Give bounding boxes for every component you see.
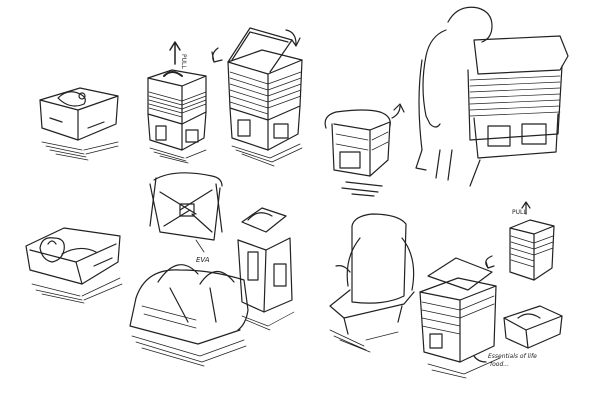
sketch-person-backpack — [415, 6, 569, 187]
pull-label-top: PULL — [180, 54, 187, 69]
sketch-pet-carrier-bag — [129, 264, 249, 367]
eva-label: EVA — [196, 256, 210, 264]
sketch-pet-bed-dog — [25, 227, 123, 304]
sketch-tall-open-box — [211, 27, 303, 167]
sketch-open-box-bottom-right — [419, 257, 563, 379]
pull-label-right: PULL — [512, 209, 527, 216]
essentials-label-line2: food... — [490, 361, 509, 368]
sketch-seat-form — [329, 213, 415, 353]
sketch-tall-pack — [237, 207, 295, 331]
sketch-pet-tray-small — [39, 87, 119, 161]
sketch-stacked-box — [147, 41, 207, 164]
sketch-pull-box-right — [485, 201, 555, 281]
sketch-eva-panel — [149, 172, 223, 253]
essentials-label-line1: Essentials of life — [488, 353, 537, 360]
sketch-small-backpack — [324, 103, 405, 197]
